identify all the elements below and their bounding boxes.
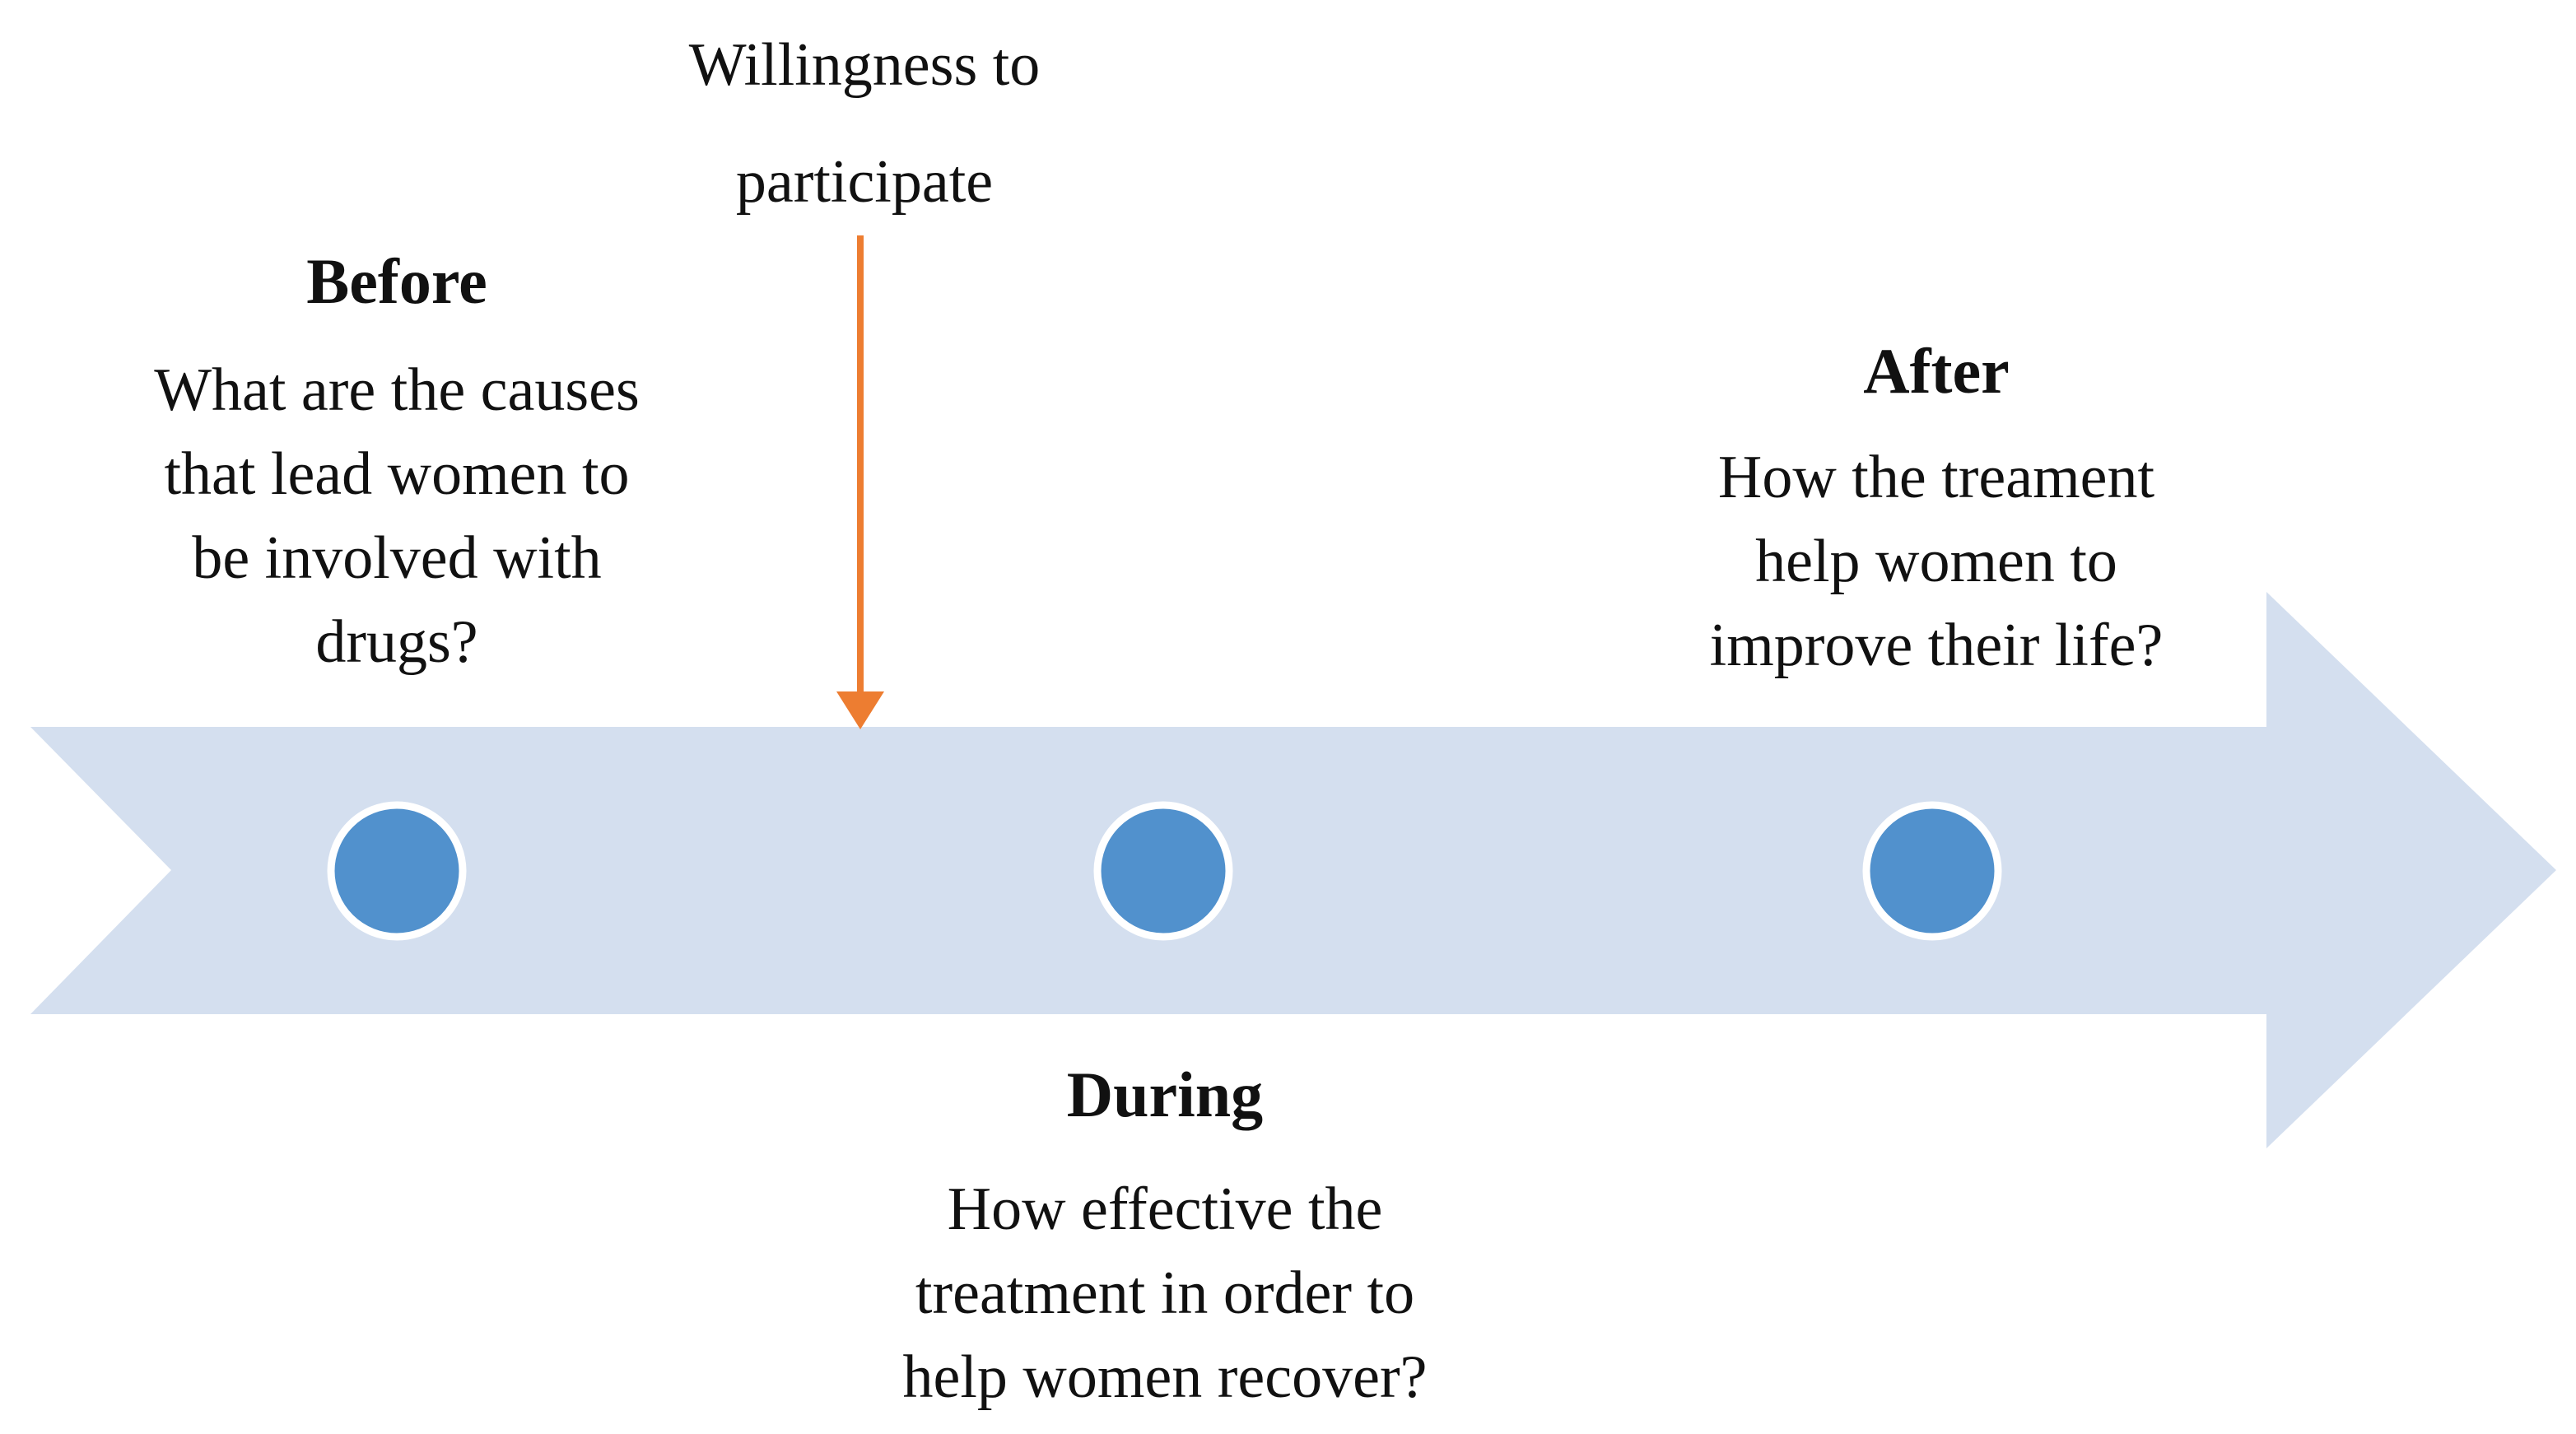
timeline-arrow-band: [30, 592, 2556, 1148]
timeline-node-before: [327, 801, 467, 941]
stage-question-during: How effective the treatment in order to …: [902, 1176, 1428, 1411]
stage-title-after: After: [1863, 335, 2010, 407]
stage-question-after: How the treament help women to improve t…: [1709, 444, 2164, 679]
participation-arrow-head: [836, 691, 884, 729]
stage-title-before: Before: [306, 245, 487, 317]
annotation-label: Willingness to participate: [688, 31, 1041, 216]
down-arrow-icon: [836, 235, 884, 729]
stage-title-during: During: [1066, 1059, 1264, 1130]
stage-question-before: What are the causes that lead women to b…: [154, 356, 640, 676]
timeline-node-during: [1093, 801, 1233, 941]
timeline-node-after: [1862, 801, 2002, 941]
